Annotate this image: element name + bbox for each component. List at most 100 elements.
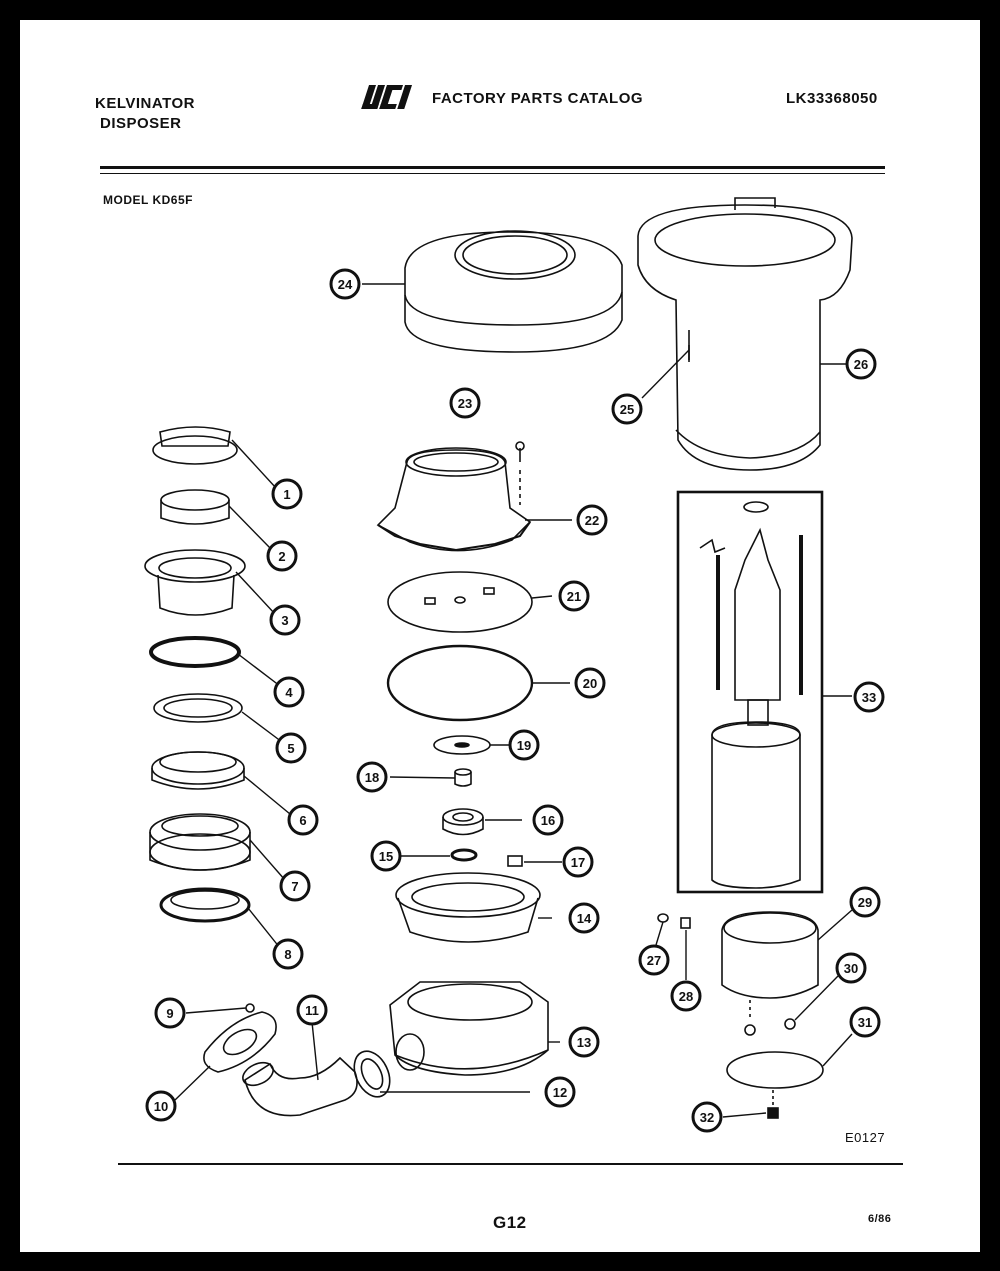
part-32-shape <box>767 1090 779 1119</box>
callout-circle <box>638 944 670 976</box>
part-33-shape <box>676 490 824 894</box>
callout-number: 11 <box>305 1003 319 1018</box>
callout-circle <box>611 393 643 425</box>
callout-number: 23 <box>458 396 472 411</box>
callout-number: 12 <box>553 1085 567 1100</box>
callout-circle <box>845 348 877 380</box>
part-7-shape <box>149 813 251 871</box>
callout-circle <box>835 952 867 984</box>
callout-circle <box>279 870 311 902</box>
callout-number: 21 <box>567 589 581 604</box>
callout-31: 31 <box>849 1006 881 1038</box>
part-14-shape <box>395 872 541 943</box>
callout-12: 12 <box>544 1076 576 1108</box>
part-12-shape <box>353 1050 391 1098</box>
callout-circle <box>558 580 590 612</box>
callout-number: 18 <box>365 770 379 785</box>
callout-number: 32 <box>700 1110 714 1125</box>
callout-25: 25 <box>611 393 643 425</box>
part-18-shape <box>454 768 472 787</box>
callout-6: 6 <box>287 804 319 836</box>
callout-circle <box>145 1090 177 1122</box>
callout-circle <box>154 997 186 1029</box>
callout-number: 13 <box>577 1035 591 1050</box>
callout-number: 1 <box>283 487 290 502</box>
callout-circle <box>576 504 608 536</box>
part-27-shape <box>657 913 669 923</box>
callout-circle <box>356 761 388 793</box>
callout-circle <box>574 667 606 699</box>
callout-number: 3 <box>281 613 288 628</box>
part-23-shape <box>515 441 525 505</box>
callout-21: 21 <box>558 580 590 612</box>
callout-number: 31 <box>858 1015 872 1030</box>
callout-7: 7 <box>279 870 311 902</box>
part-13-shape <box>389 981 549 1076</box>
part-29-shape <box>721 911 819 999</box>
callout-17: 17 <box>562 846 594 878</box>
callout-5: 5 <box>275 732 307 764</box>
callout-circle <box>296 994 328 1026</box>
callout-30: 30 <box>835 952 867 984</box>
callout-9: 9 <box>154 997 186 1029</box>
callout-27: 27 <box>638 944 670 976</box>
callout-circle <box>568 902 600 934</box>
callout-circle <box>266 540 298 572</box>
product-type: DISPOSER <box>100 115 182 132</box>
callout-33: 33 <box>853 681 885 713</box>
part-4-shape <box>149 636 241 668</box>
callout-number: 19 <box>517 738 531 753</box>
footer-rule <box>118 1163 903 1165</box>
callout-number: 27 <box>647 953 661 968</box>
callout-number: 33 <box>862 690 876 705</box>
callout-number: 24 <box>338 277 353 292</box>
part-24-shape <box>404 230 623 353</box>
callout-23: 23 <box>449 387 481 419</box>
callout-circle <box>508 729 540 761</box>
callout-number: 29 <box>858 895 872 910</box>
part-16-shape <box>442 808 484 836</box>
callout-number: 30 <box>844 961 858 976</box>
callout-number: 25 <box>620 402 634 417</box>
part-1-shape <box>152 426 238 465</box>
callout-14: 14 <box>568 902 600 934</box>
callout-number: 28 <box>679 989 693 1004</box>
callout-number: 5 <box>287 741 294 756</box>
callout-circle <box>273 676 305 708</box>
callout-4: 4 <box>273 676 305 708</box>
callout-number: 10 <box>154 1099 168 1114</box>
callout-20: 20 <box>574 667 606 699</box>
catalog-number: LK33368050 <box>786 90 878 107</box>
callout-circle <box>691 1101 723 1133</box>
callout-circle <box>370 840 402 872</box>
callout-3: 3 <box>269 604 301 636</box>
callout-24: 24 <box>329 268 361 300</box>
callout-32: 32 <box>691 1101 723 1133</box>
callout-22: 22 <box>576 504 608 536</box>
callout-2: 2 <box>266 540 298 572</box>
catalog-title: FACTORY PARTS CATALOG <box>432 90 644 107</box>
callout-number: 26 <box>854 357 868 372</box>
header-rule-thin <box>100 173 885 174</box>
leader-lines <box>174 283 853 1118</box>
callout-number: 17 <box>571 855 585 870</box>
part-8-shape <box>159 887 251 923</box>
part-31-shape <box>726 1051 824 1089</box>
callout-13: 13 <box>568 1026 600 1058</box>
part-10-shape <box>203 1003 277 1073</box>
callout-number: 14 <box>577 911 592 926</box>
callout-number: 2 <box>278 549 285 564</box>
callout-number: 20 <box>583 676 597 691</box>
callout-28: 28 <box>670 980 702 1012</box>
callout-19: 19 <box>508 729 540 761</box>
part-17-shape <box>507 855 523 867</box>
callout-1: 1 <box>271 478 303 510</box>
callout-29: 29 <box>849 886 881 918</box>
brand-name: KELVINATOR <box>95 95 196 112</box>
part-22-shape <box>376 447 532 552</box>
callout-circle <box>275 732 307 764</box>
callout-number: 6 <box>299 813 306 828</box>
page-number: G12 <box>493 1213 527 1232</box>
callout-number: 7 <box>291 879 298 894</box>
